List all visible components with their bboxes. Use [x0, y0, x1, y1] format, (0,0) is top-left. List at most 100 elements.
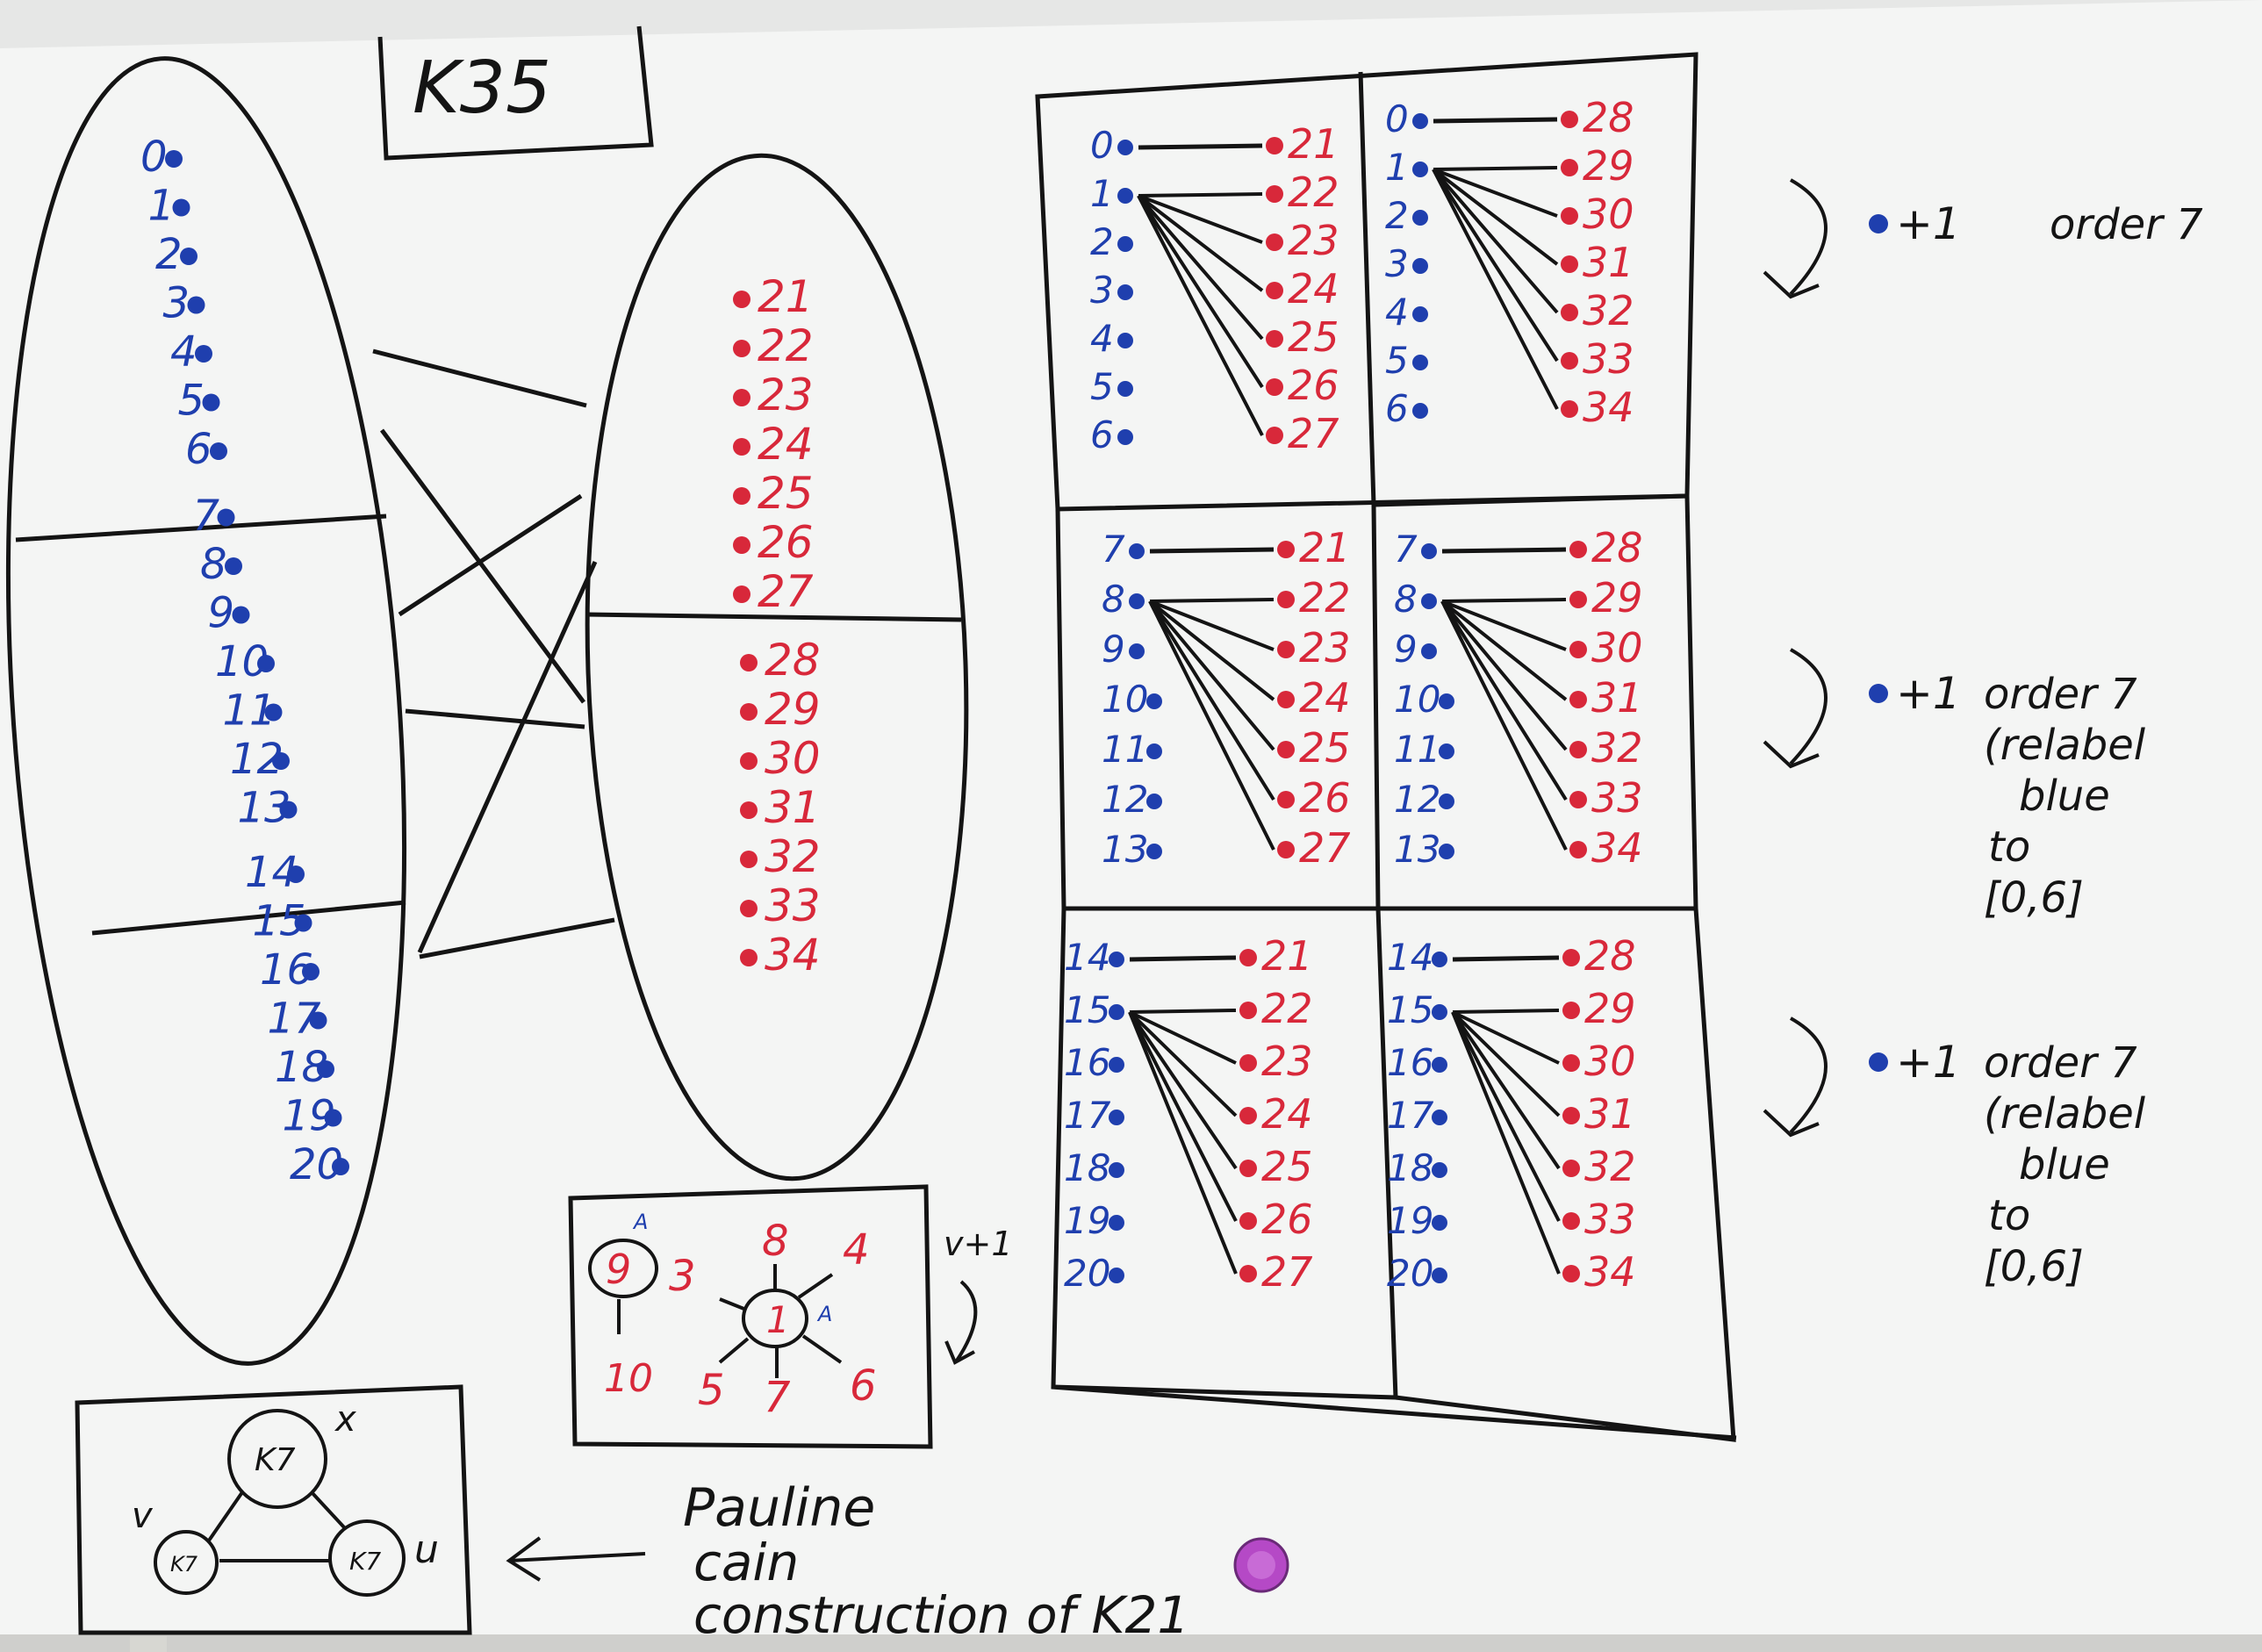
blue-vertex-dot [324, 1109, 342, 1127]
grid-blue-dot [1412, 258, 1428, 274]
grid-red-label: 32 [1591, 724, 1643, 772]
blue-vertex-dot [257, 655, 275, 672]
grid-blue-label: 10 [1102, 678, 1148, 721]
grid-blue-label: 8 [1102, 578, 1125, 621]
grid-edge-fan [1432, 169, 1559, 410]
grid-blue-dot [1439, 693, 1454, 709]
grid-red-label: 25 [1261, 1143, 1313, 1190]
grid-edge-horizontal [1433, 117, 1558, 124]
blue-vertex-dot [225, 557, 242, 575]
grid-red-label: 33 [1583, 335, 1634, 383]
grid-red-dot [1239, 949, 1257, 966]
note-text-line: (relabel [1984, 721, 2146, 770]
grid-blue-label: 19 [1064, 1199, 1110, 1242]
k7-node-top [227, 1409, 327, 1509]
grid-red-label: 24 [1288, 265, 1339, 312]
red-vertex-dot [740, 752, 758, 770]
grid-blue-dot [1109, 1268, 1124, 1283]
grid-red-label: 27 [1299, 824, 1351, 872]
grid-edge-fan [1441, 598, 1567, 603]
grid-blue-dot [1117, 188, 1133, 204]
red-vertex-label: 30 [765, 733, 821, 784]
blue-vertex-dot [332, 1158, 349, 1175]
grid-blue-dot [1439, 794, 1454, 809]
red-vertex-label: 33 [765, 880, 821, 931]
grid-blue-dot [1146, 743, 1162, 759]
star-label-v: v+1 [944, 1225, 1013, 1263]
grid-edge-fan [1440, 600, 1568, 851]
grid-red-label: 30 [1584, 1038, 1636, 1085]
star-spoke-label: 8 [762, 1217, 789, 1266]
red-vertex-label: 34 [765, 930, 821, 980]
star-center-sup: A [816, 1302, 832, 1326]
magnet [1233, 1537, 1289, 1593]
grid-edge-fan [1451, 1010, 1561, 1117]
grid-blue-dot [1421, 593, 1437, 609]
blue-vertex-dot [202, 393, 220, 412]
grid-red-dot [1277, 541, 1295, 558]
grid-edge-fan [1138, 192, 1263, 198]
grid-red-dot [1561, 159, 1578, 176]
red-vertex-dot [733, 340, 750, 357]
blue-vertex-label: 4 [170, 327, 197, 377]
board-frame-bottom [0, 1634, 2262, 1652]
grid-blue-label: 17 [1064, 1094, 1111, 1137]
blue-vertex-dot [210, 442, 227, 460]
blue-vertex-label: 1 [148, 182, 176, 231]
grid-blue-label: 13 [1102, 828, 1148, 871]
grid-red-dot [1277, 691, 1295, 708]
grid-red-dot [1561, 304, 1578, 321]
blue-vertex-label: 5 [178, 377, 205, 426]
blue-vertex-label: 6 [185, 425, 212, 474]
grid-blue-label: 18 [1064, 1146, 1110, 1189]
grid-red-dot [1239, 1002, 1257, 1019]
grid-red-label: 21 [1261, 932, 1313, 980]
star-node-9: 9 [606, 1246, 631, 1293]
grid-blue-label: 4 [1385, 291, 1409, 334]
star-spoke-label: 5 [698, 1366, 725, 1415]
note-plus-one: +1 [1896, 198, 1961, 249]
grid-red-label: 29 [1591, 574, 1643, 621]
grid-red-label: 28 [1584, 932, 1636, 980]
grid-red-dot [1239, 1054, 1257, 1072]
grid-blue-dot [1432, 1162, 1447, 1178]
grid-blue-dot [1129, 593, 1145, 609]
grid-red-dot [1266, 137, 1283, 154]
grid-edge-fan [1148, 600, 1275, 751]
grid-blue-label: 16 [1064, 1041, 1110, 1084]
blue-vertex-dot [187, 296, 205, 314]
grid-blue-label: 19 [1387, 1199, 1433, 1242]
blue-vertex-label: 7 [193, 492, 220, 541]
grid-edge-fan [1451, 1011, 1561, 1222]
grid-edge-fan [1148, 600, 1275, 701]
note-blue-dot [1869, 214, 1888, 233]
grid-blue-dot [1117, 284, 1133, 300]
grid-red-label: 27 [1288, 410, 1339, 457]
grid-blue-label: 16 [1387, 1041, 1433, 1084]
grid-red-dot [1561, 400, 1578, 418]
grid-blue-dot [1129, 543, 1145, 559]
grid-blue-label: 0 [1090, 124, 1114, 167]
red-vertex-dot [733, 487, 750, 505]
grid-blue-label: 0 [1385, 97, 1409, 140]
grid-red-dot [1569, 541, 1587, 558]
red-vertex-dot [733, 389, 750, 406]
grid-edge-fan [1452, 1010, 1560, 1065]
red-vertex-dot [733, 536, 750, 554]
grid-red-dot [1239, 1107, 1257, 1124]
note-text-line: order 7 [1984, 670, 2137, 719]
grid-edge-fan [1129, 1010, 1237, 1065]
star-spoke-label: 7 [764, 1373, 791, 1422]
grid-blue-label: 7 [1102, 528, 1125, 571]
red-vertex-dot [740, 801, 758, 819]
grid-red-dot [1569, 691, 1587, 708]
grid-edge-fan [1129, 1009, 1237, 1014]
note-text-line: [0,6] [1984, 1242, 2084, 1291]
grid-blue-dot [1432, 1268, 1447, 1283]
grid-red-dot [1266, 282, 1283, 299]
blue-vertex-dot [180, 248, 197, 265]
blue-vertex-dot [302, 963, 320, 980]
grid-blue-dot [1109, 1215, 1124, 1231]
grid-blue-label: 8 [1394, 578, 1418, 621]
